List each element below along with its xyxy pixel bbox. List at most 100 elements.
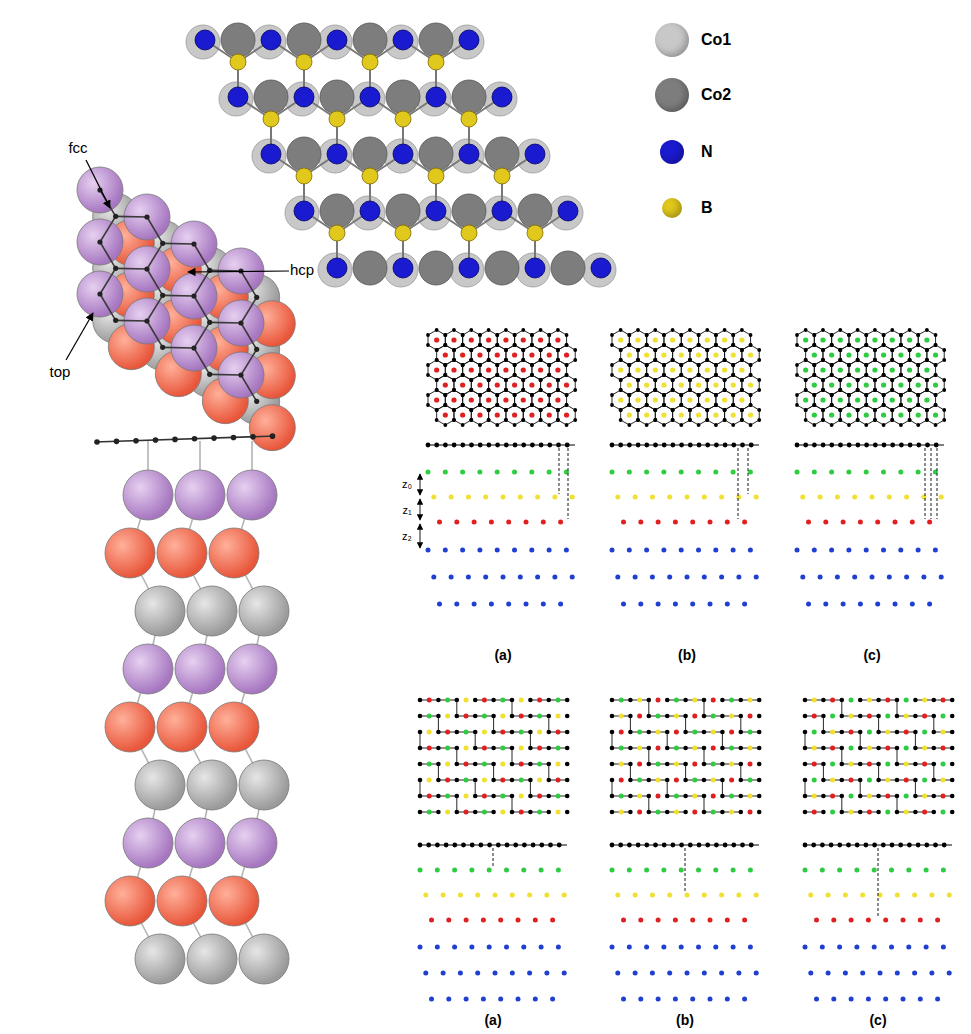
carbon-atom [653,388,657,392]
carbon-atom [812,403,816,407]
carbon-atom [565,373,569,377]
carbon-atom [487,378,491,382]
carbon-atom [610,403,614,407]
carbon-atom [547,343,551,347]
carbon-atom [452,378,456,382]
carbon-atom [547,423,551,427]
co1-atom [318,253,352,287]
carbon-atom [864,373,868,377]
co-sphere [157,528,207,578]
graphene-bond [194,296,210,322]
carbon-atom [679,403,683,407]
carbon-atom [461,363,465,367]
metal-atom [875,602,880,607]
carbon-atom [469,358,473,362]
carbon-atom [856,388,860,392]
carbon-atom [443,363,447,367]
carbon-atom [705,348,709,352]
carbon-atom [478,423,482,427]
carbon-atom [812,403,816,407]
adsorption-site [547,412,552,417]
carbon-atom [636,388,640,392]
carbon-atom [749,363,753,367]
carbon-atom [890,388,894,392]
graphene-hexagon [471,405,488,425]
carbon-atom [942,378,946,382]
carbon-atom [452,408,456,412]
adsorption-site [495,382,500,387]
carbon-atom [830,403,834,407]
carbon-atom [688,328,692,332]
co1-atom [450,139,484,173]
carbon-atom [740,358,744,362]
carbon-atom [573,358,577,362]
carbon-atom [636,378,640,382]
carbon-atom [573,348,577,352]
carbon-atom [873,443,878,448]
carbon-atom [461,403,465,407]
carbon-atom [521,418,525,422]
carbon-atom [925,408,929,412]
graphene-bond [685,764,686,780]
carbon-atom [452,408,456,412]
carbon-atom [495,343,499,347]
adsorption-site [512,352,517,357]
carbon-atom [565,363,569,367]
carbon-atom [749,403,753,407]
graphene-bond [147,217,163,243]
carbon-atom [925,443,930,448]
adsorption-site [696,412,701,417]
carbon-atom [925,408,929,412]
b-atom [428,54,444,70]
adsorption-panels-lower [418,698,955,1002]
carbon-atom [804,378,808,382]
carbon-atom [435,348,439,352]
carbon-atom [521,378,525,382]
carbon-atom [688,418,692,422]
carbon-atom [731,423,735,427]
carbon-atom [610,393,614,397]
carbon-atom [487,358,491,362]
carbon-atom [740,348,744,352]
adsorption-site [661,382,666,387]
carbon-atom [662,363,666,367]
carbon-atom [521,358,525,362]
graphene-bond [456,700,457,716]
metal-atom [544,971,549,976]
carbon-atom [908,358,912,362]
carbon-atom [934,373,938,377]
carbon-atom [688,348,692,352]
carbon-atom [679,363,683,367]
graphene-bond [530,780,531,796]
carbon-atom [821,378,825,382]
carbon-atom [627,403,631,407]
carbon-atom [847,393,851,397]
co1-atom [384,139,418,173]
adsorption-site [924,367,929,372]
graphene-bond [147,243,163,269]
adsorption-site [872,397,877,402]
metal-atom [466,575,471,580]
n-atom [261,30,281,50]
metal-atom [464,714,469,719]
carbon-atom [795,393,799,397]
carbon-atom [916,343,920,347]
metal-atom [731,470,736,475]
carbon-atom [528,778,533,783]
carbon-atom [478,343,482,347]
carbon-atom [821,408,825,412]
graphene-hexagon [489,405,506,425]
carbon-atom [636,348,640,352]
carbon-atom [504,408,508,412]
carbon-atom [899,373,903,377]
metal-atom [558,602,563,607]
carbon-atom [521,388,525,392]
graphene-bond [740,764,741,780]
metal-atom [887,575,892,580]
carbon-atom [830,343,834,347]
metal-atom [742,520,747,525]
carbon-atom [899,343,903,347]
carbon-atom [740,408,744,412]
carbon-atom [556,378,560,382]
carbon-atom [662,423,666,427]
